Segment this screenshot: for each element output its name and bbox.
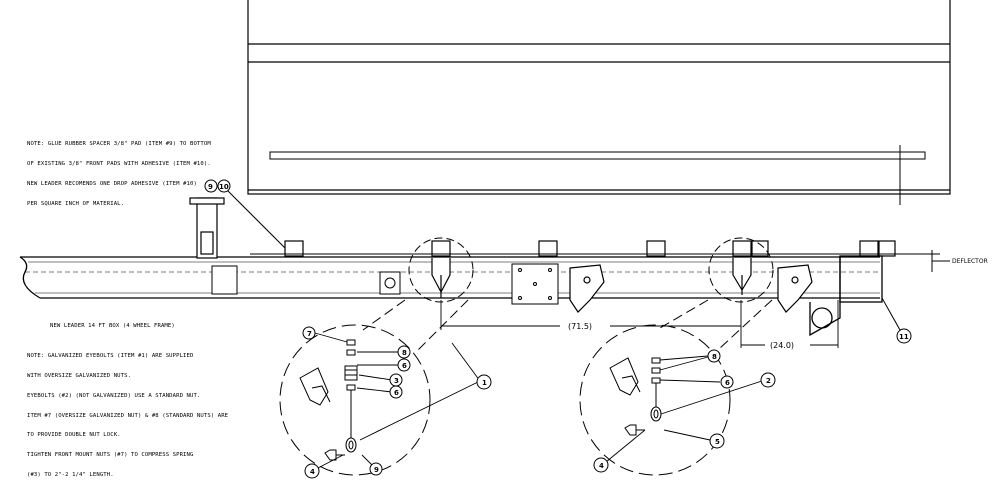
left-callout-9: 9 xyxy=(374,466,379,474)
callout-10-top: 10 xyxy=(219,183,229,191)
dimension-lines xyxy=(440,300,839,348)
left-callout-6a: 6 xyxy=(402,362,407,370)
left-callout-8: 8 xyxy=(402,349,407,357)
deflector-leader xyxy=(931,250,950,272)
dim-front-span: (71.5) xyxy=(568,322,592,331)
right-callout-6: 6 xyxy=(725,379,730,387)
left-callout-6b: 6 xyxy=(394,389,399,397)
callout-11: 11 xyxy=(899,333,909,341)
right-callout-8: 8 xyxy=(712,353,717,361)
frame-title: NEW LEADER 14 FT BOX (4 WHEEL FRAME) xyxy=(50,323,175,329)
deflector-label: DEFLECTOR xyxy=(952,258,988,265)
left-detail-view xyxy=(279,299,469,476)
dim-rear-offset: (24.0) xyxy=(770,341,794,350)
left-detail-callout-circles xyxy=(302,326,492,479)
front-post xyxy=(189,197,225,259)
eyebolt-note-line: EYEBOLTS (#2) (NOT GALVANIZED) USE A STA… xyxy=(27,392,201,399)
right-callout-5: 5 xyxy=(715,438,720,446)
glue-note-line: NOTE: GLUE RUBBER SPACER 3/8" PAD (ITEM … xyxy=(27,141,211,148)
glue-note: NOTE: GLUE RUBBER SPACER 3/8" PAD (ITEM … xyxy=(27,128,211,214)
eyebolt-note: NOTE: GALVANIZED EYEBOLTS (ITEM #1) ARE … xyxy=(27,340,228,485)
eyebolt-note-line: (#3) TO 2"-2 1/4" LENGTH. xyxy=(27,471,114,478)
callout-11-leader xyxy=(881,297,912,344)
spreader-box xyxy=(247,0,951,205)
right-detail-callout-circles xyxy=(593,349,776,473)
eyebolt-note-line: WITH OVERSIZE GALVANIZED NUTS. xyxy=(27,372,132,379)
glue-note-line: NEW LEADER RECOMENDS ONE DROP ADHESIVE (… xyxy=(27,180,197,187)
spring-brackets xyxy=(431,258,813,313)
right-callout-4: 4 xyxy=(599,462,604,470)
left-callout-1: 1 xyxy=(482,379,487,387)
right-detail-view xyxy=(579,299,773,476)
eyebolt-note-line: ITEM #7 (OVERSIZE GALVANIZED NUT) & #8 (… xyxy=(27,412,229,419)
right-callout-2: 2 xyxy=(766,377,771,385)
mounting-pads xyxy=(250,240,940,257)
eyebolt-note-line: TO PROVIDE DOUBLE NUT LOCK. xyxy=(27,432,121,439)
eyebolt-note-line: NOTE: GALVANIZED EYEBOLTS (ITEM #1) ARE … xyxy=(27,353,194,360)
glue-note-line: OF EXISTING 3/8" FRONT PADS WITH ADHESIV… xyxy=(27,160,211,167)
frame-rail xyxy=(19,255,883,337)
rail-plates xyxy=(211,263,559,305)
eyebolt-note-line: TIGHTEN FRONT MOUNT NUTS (#7) TO COMPRES… xyxy=(27,452,194,459)
callout-9-top: 9 xyxy=(208,183,213,191)
left-detail-leaders xyxy=(314,332,481,469)
left-callout-4: 4 xyxy=(310,468,315,476)
callout-9-10-top xyxy=(204,179,286,249)
glue-note-line: PER SQUARE INCH OF MATERIAL. xyxy=(27,200,125,207)
left-callout-7: 7 xyxy=(307,330,312,338)
left-callout-3: 3 xyxy=(394,377,399,385)
right-detail-leaders xyxy=(605,355,763,463)
